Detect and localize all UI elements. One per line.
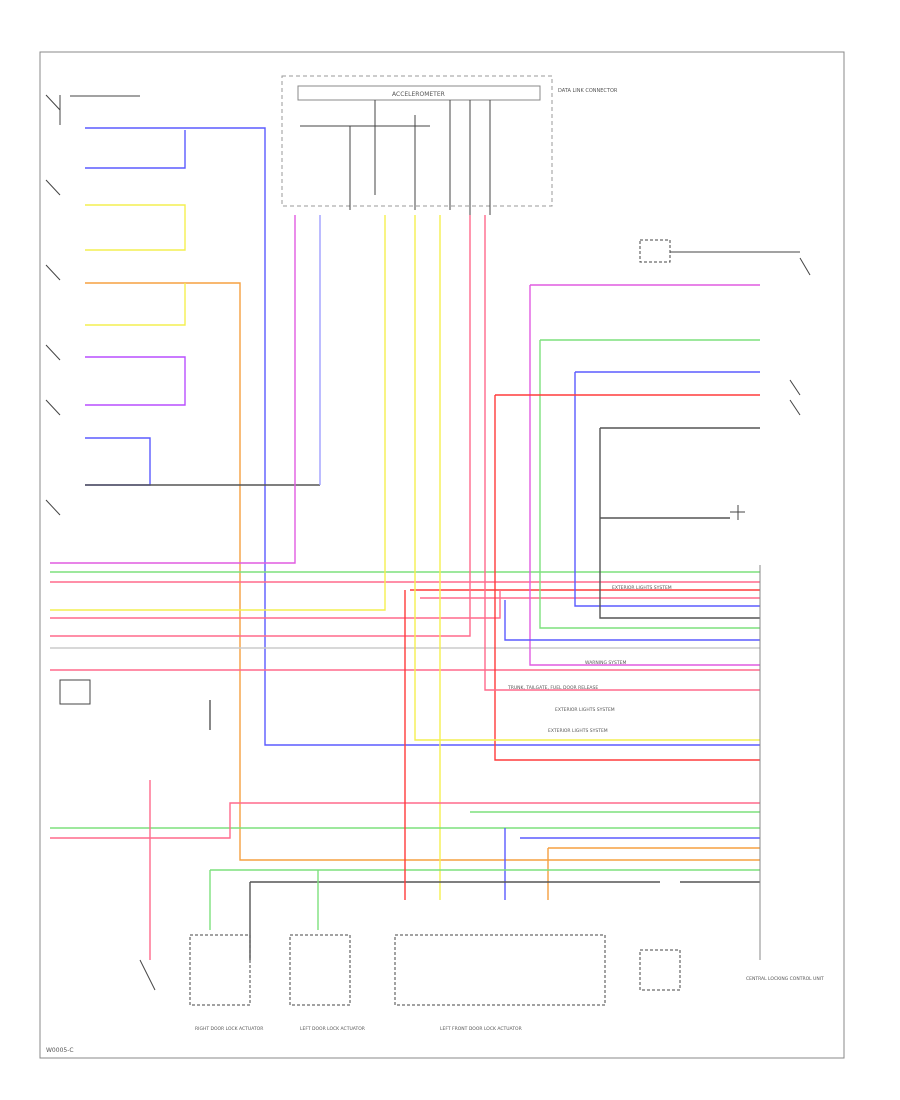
label-right-door-lock-actuator: RIGHT DOOR LOCK ACTUATOR: [195, 1026, 263, 1032]
accelerometer-module: ACCELEROMETER DATA LINK CONNECTOR: [281, 75, 618, 215]
label-left-door-lock-actuator: LEFT DOOR LOCK ACTUATOR: [300, 1026, 365, 1032]
subsystem-exterior-lights-2: EXTERIOR LIGHTS SYSTEM: [555, 707, 615, 713]
subsystem-exterior-lights-1: EXTERIOR LIGHTS SYSTEM: [612, 585, 672, 591]
subsystem-exterior-lights-3: EXTERIOR LIGHTS SYSTEM: [548, 728, 608, 734]
wire-yellow: [85, 204, 186, 251]
label-left-front-door-lock-actuator: LEFT FRONT DOOR LOCK ACTUATOR: [440, 1026, 522, 1032]
data-link-label: DATA LINK CONNECTOR: [558, 88, 618, 94]
footer-code: W0005-C: [46, 1047, 74, 1054]
wire-blue-2: [85, 130, 186, 169]
wire-violet: [85, 356, 186, 406]
right-switch-group: [639, 239, 811, 520]
accelerometer-label: ACCELEROMETER: [392, 91, 445, 98]
left-switch-group: [45, 94, 140, 705]
label-control-unit: CENTRAL LOCKING CONTROL UNIT: [746, 976, 824, 982]
wire-magenta: [50, 215, 296, 564]
diagram-frame: [39, 51, 845, 1059]
subsystem-trunk-release: TRUNK, TAILGATE, FUEL DOOR RELEASE: [507, 685, 598, 691]
wire-blue: [85, 127, 760, 746]
wire-group: [50, 127, 760, 960]
subsystem-warning: WARNING SYSTEM: [585, 660, 626, 666]
subsystem-labels: WARNING SYSTEM EXTERIOR LIGHTS SYSTEM TR…: [507, 585, 672, 734]
bottom-actuators: [139, 934, 681, 1006]
